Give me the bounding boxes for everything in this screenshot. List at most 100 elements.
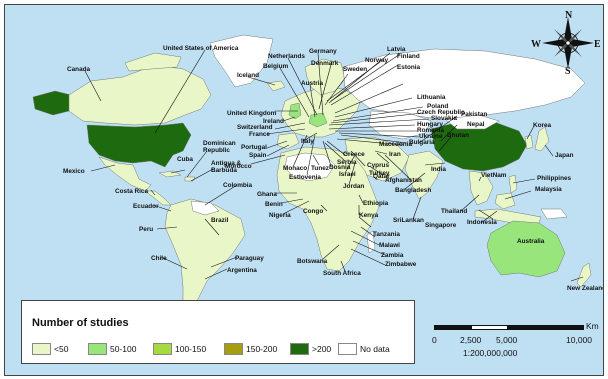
region-india: [404, 150, 444, 200]
scale-tick: 0: [432, 335, 437, 345]
country-label: Lithuania: [417, 94, 446, 101]
scale-segment: [434, 325, 471, 330]
country-label: Chile: [151, 255, 167, 262]
country-label: Ireland: [263, 118, 284, 125]
country-label: Denmark: [311, 60, 339, 67]
country-label: Romania: [417, 127, 444, 134]
country-label: Netherlands: [268, 53, 305, 60]
scale-bar: Km 0 2,500 5,000 10,000 1:200,000,000: [432, 321, 599, 361]
country-label: Benin: [265, 201, 283, 208]
region-cuba: [158, 170, 182, 178]
region-japan: [534, 126, 550, 152]
region-australia: [486, 220, 566, 278]
country-label: New Zealand: [567, 285, 603, 292]
country-label: Botswana: [297, 258, 328, 265]
country-label: Zambia: [381, 252, 404, 259]
region-papua: [540, 208, 568, 220]
country-label: Ethiopia: [363, 200, 389, 207]
country-label: Cyprus: [367, 162, 389, 169]
country-label: Qatar: [373, 173, 390, 180]
legend-label: 150-200: [246, 344, 278, 354]
legend-label: No data: [360, 344, 390, 354]
country-label: Argentina: [227, 267, 257, 274]
country-label: United Kingdom: [227, 110, 277, 117]
country-label: VietNam: [481, 172, 507, 179]
country-label: Czech Republic: [417, 109, 465, 116]
region-canada: [68, 64, 212, 126]
legend-label: 50-100: [110, 344, 137, 354]
scale-tick: 10,000: [566, 335, 592, 345]
legend-item: 50-100: [88, 343, 136, 355]
legend: Number of studies <50 50-100 100-150 150…: [21, 300, 415, 364]
country-label: Spain: [249, 152, 266, 159]
country-label: France: [249, 131, 270, 138]
legend-item: 100-150: [153, 343, 206, 355]
region-alaska: [32, 90, 72, 116]
region-venezuela-guyana: [190, 200, 220, 216]
country-label: Republic: [203, 147, 230, 154]
legend-item: No data: [338, 343, 390, 355]
country-label: India: [431, 166, 446, 173]
region-hispaniola: [184, 176, 196, 182]
country-label: Cuba: [177, 156, 193, 163]
legend-swatch: [338, 343, 357, 355]
country-label: United States of America: [163, 45, 239, 52]
country-label: Nepal: [467, 121, 485, 128]
country-label: South Africa: [323, 270, 361, 277]
country-label: Austria: [301, 80, 323, 87]
region-philippines: [508, 174, 518, 194]
legend-item: >200: [290, 343, 331, 355]
legend-swatch: [32, 343, 51, 355]
country-label: Japan: [555, 152, 574, 159]
country-label: Poland: [427, 103, 448, 110]
scale-unit: Km: [586, 321, 599, 331]
country-label: Estlovenia: [289, 174, 321, 181]
scale-segment: [471, 325, 508, 330]
legend-swatch: [224, 343, 243, 355]
country-label: Barbuda: [211, 167, 237, 174]
scale-tick: 2,500: [460, 335, 482, 345]
country-label: Philippines: [537, 175, 572, 182]
country-label: Ukraine: [419, 133, 443, 140]
country-label: Finland: [397, 53, 420, 60]
region-russia: [342, 48, 586, 122]
country-label: Afghanistan: [385, 177, 422, 184]
legend-swatch: [290, 343, 309, 355]
country-label: Germany: [309, 48, 337, 55]
compass-w: W: [531, 39, 541, 50]
legend-title: Number of studies: [32, 317, 129, 329]
region-se-asia: [468, 170, 494, 206]
legend-swatch: [88, 343, 107, 355]
scale-segment: [508, 325, 584, 330]
compass-rose-icon: N S W E: [531, 10, 600, 74]
country-label: Portugal: [241, 144, 267, 151]
country-label: SriLankan: [393, 217, 424, 224]
country-label: Indonesia: [467, 219, 497, 226]
country-label: Switzerland: [237, 124, 273, 131]
compass-s: S: [565, 66, 571, 74]
country-label: Antigua &: [211, 160, 242, 167]
country-label: Nigeria: [269, 212, 291, 219]
country-label: Estonia: [397, 64, 421, 71]
country-label: Ghana: [257, 191, 277, 198]
country-label: Belgium: [263, 63, 289, 70]
country-label: Bhutan: [447, 132, 469, 139]
country-label: Canada: [67, 66, 91, 73]
country-label: Sweden: [343, 66, 367, 73]
region-iberia: [276, 132, 300, 150]
country-label: Dominican: [203, 140, 236, 147]
country-label: Tanzania: [373, 231, 400, 238]
region-madagascar: [366, 230, 376, 254]
country-label: Macedonia: [379, 141, 412, 148]
country-label: Iran: [389, 151, 401, 158]
legend-item: 150-200: [224, 343, 277, 355]
region-arctic-islands: [124, 52, 182, 72]
country-label: Monaco: [283, 165, 307, 172]
country-label: Mexico: [63, 168, 85, 175]
region-iceland: [266, 80, 286, 92]
legend-label: 100-150: [175, 344, 207, 354]
country-label: Serbia: [337, 159, 357, 166]
country-label: Latvia: [387, 46, 406, 53]
country-label: Norway: [365, 57, 389, 64]
